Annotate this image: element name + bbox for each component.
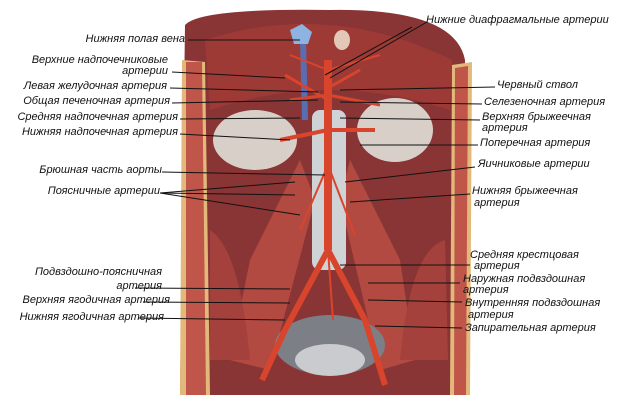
label-superior-mesenteric-line2: артерия xyxy=(482,122,528,134)
right-wall-muscle xyxy=(454,66,468,395)
bladder xyxy=(295,344,365,376)
left-psoas xyxy=(230,160,315,370)
label-lumbar-arteries: Поясничные артерии xyxy=(47,185,160,197)
label-inferior-mesenteric-line2: артерия xyxy=(474,197,520,209)
label-left-gastric: Левая желудочная артерия xyxy=(23,80,167,92)
median-sacral xyxy=(327,249,334,321)
leader-lines xyxy=(134,21,496,329)
label-middle-suprarenal: Средняя надпочечная артерия xyxy=(17,111,178,123)
label-superior-gluteal: Верхняя ягодичная артерия xyxy=(22,294,171,306)
label-external-iliac-line1: Наружная подвздошная xyxy=(463,273,586,285)
label-common-hepatic: Общая печеночная артерия xyxy=(23,95,170,107)
phrenic-arteries xyxy=(289,54,381,71)
label-median-sacral-line2: артерия xyxy=(474,260,520,272)
renal-arteries xyxy=(279,128,375,142)
label-superior-suprarenal-line2: артерии xyxy=(122,65,168,77)
label-inferior-phrenic: Нижние диафрагмальные артерии xyxy=(426,14,609,26)
label-superior-suprarenal-line1: Верхние надпочечниковые xyxy=(31,54,168,66)
left-wall-muscle xyxy=(186,62,206,395)
label-abdominal-aorta: Брюшная часть аорты xyxy=(39,164,162,176)
label-external-iliac-line2: артерия xyxy=(463,284,509,296)
ovarian-arteries xyxy=(299,164,356,236)
label-inferior-suprarenal: Нижняя надпочечная артерия xyxy=(21,126,178,138)
label-obturator: Запирательная артерия xyxy=(465,322,596,334)
label-transverse: Поперечная артерия xyxy=(480,137,591,149)
left-iliacus xyxy=(210,230,250,360)
label-iliolumbar-line2: артерия xyxy=(116,280,162,292)
esophagus xyxy=(334,30,350,50)
label-inferior-mesenteric-line1: Нижняя брыжеечная xyxy=(472,185,578,197)
right-kidney xyxy=(357,98,433,162)
left-common-iliac xyxy=(259,248,331,382)
label-celiac-trunk: Червный ствол xyxy=(497,79,578,91)
right-common-iliac xyxy=(325,248,388,386)
label-splenic: Селезеночная артерия xyxy=(484,96,606,108)
right-iliacus xyxy=(400,240,448,360)
label-inferior-vena-cava: Нижняя полая вена xyxy=(85,33,185,45)
label-superior-mesenteric-line1: Верхняя брыжеечная xyxy=(482,111,591,123)
label-ovarian: Яичниковые артерии xyxy=(478,158,590,170)
inferior-vena-cava xyxy=(300,39,308,121)
ivc-opening xyxy=(290,24,312,44)
label-internal-iliac-line2: артерия xyxy=(468,309,514,321)
left-kidney xyxy=(213,110,297,170)
celiac-branches xyxy=(284,68,381,107)
label-inferior-gluteal: Нижняя ягодичная артерия xyxy=(19,311,164,323)
label-iliolumbar-line1: Подвздошно-поясничная xyxy=(34,266,162,278)
label-median-sacral-line1: Средняя крестцовая xyxy=(470,249,579,261)
label-internal-iliac-line1: Внутренняя подвздошная xyxy=(465,297,601,309)
